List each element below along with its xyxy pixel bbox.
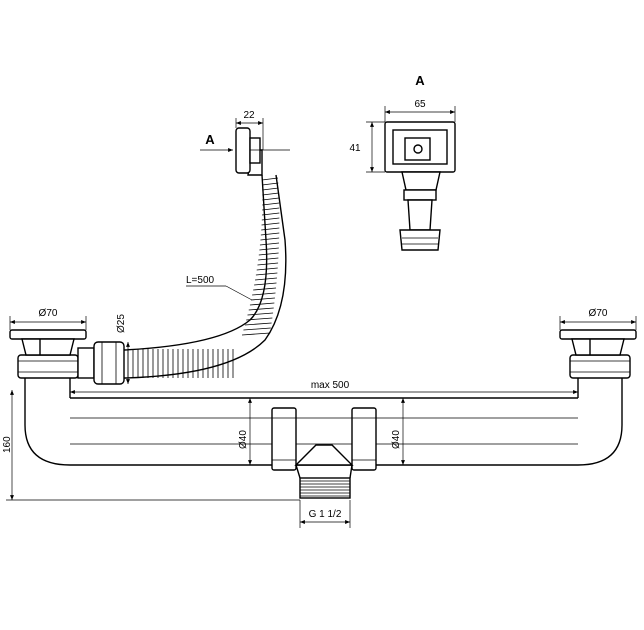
- view-a-title: A: [415, 73, 425, 88]
- corrugated-hose: [123, 174, 287, 379]
- thread-label: G 1 1/2: [309, 509, 342, 520]
- right-strainer: [559, 329, 637, 356]
- main-pipe: [24, 378, 623, 466]
- dim-65-label: 65: [414, 99, 426, 110]
- dim-22-label: 22: [243, 110, 255, 121]
- left-strainer: [9, 329, 87, 356]
- dim-d70-right-label: Ø70: [589, 308, 608, 319]
- dim-d25-label: Ø25: [116, 314, 127, 333]
- right-nut: [569, 354, 631, 379]
- dim-41-label: 41: [349, 143, 361, 154]
- max-length-label: max 500: [311, 380, 350, 391]
- overflow-connector: [77, 341, 125, 385]
- overflow-head: [235, 127, 290, 176]
- view-a: [384, 121, 456, 251]
- left-nut: [17, 354, 79, 379]
- tee-piece: [271, 407, 377, 499]
- dim-d40-left-label: Ø40: [238, 430, 249, 449]
- height-label: 160: [2, 436, 13, 453]
- hose-length-label: L=500: [186, 275, 215, 286]
- dim-d70-left-label: Ø70: [39, 308, 58, 319]
- dim-d40-right-label: Ø40: [391, 430, 402, 449]
- arrow-a-label: A: [205, 132, 215, 147]
